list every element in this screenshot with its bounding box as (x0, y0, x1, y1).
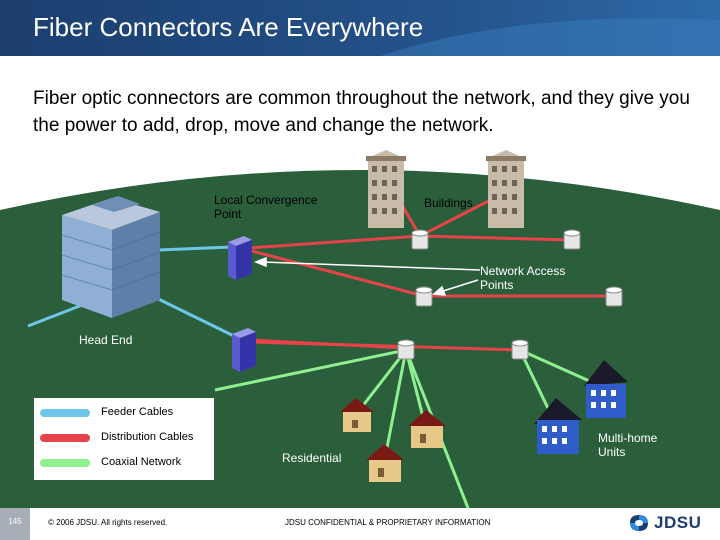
distribution-cable (247, 234, 421, 250)
coaxial-cable (214, 348, 407, 392)
slide-title: Fiber Connectors Are Everywhere (33, 12, 424, 42)
copyright-text: © 2006 JDSU. All rights reserved. (48, 518, 168, 527)
coaxial-cable (383, 349, 408, 459)
legend-label: Coaxial Network (101, 456, 182, 468)
label-buildings: Buildings (424, 196, 473, 210)
multi-home-unit-icon (584, 360, 628, 418)
access-point (563, 229, 581, 250)
legend-swatch (40, 459, 90, 467)
title-bar: Fiber Connectors Are Everywhere (0, 0, 720, 56)
legend: Feeder Cables Distribution Cables Coaxia… (34, 398, 214, 480)
apartment-building-right (486, 150, 526, 228)
legend-label: Feeder Cables (101, 406, 174, 418)
legend-swatch (40, 409, 90, 417)
footer-strip (0, 508, 720, 540)
convergence-cabinet-lower (232, 328, 256, 372)
access-point-pedestals (397, 229, 623, 360)
distribution-cable (249, 340, 521, 352)
label-residential: Residential (282, 451, 342, 465)
intro-text: Fiber optic connectors are common throug… (33, 88, 690, 136)
multi-home-unit-icon (534, 398, 582, 454)
access-point (411, 229, 429, 250)
house-icon (408, 410, 446, 448)
pointer-line (439, 279, 479, 293)
feeder-cable (157, 245, 233, 252)
pointer-arrowhead (432, 285, 447, 296)
coaxial-cable (404, 349, 427, 426)
jdsu-logo: JDSU (626, 511, 716, 535)
label-head-end: Head End (79, 333, 133, 347)
house-icon (340, 398, 374, 432)
access-point (511, 339, 529, 360)
jdsu-logo-text: JDSU (654, 513, 702, 532)
access-point (415, 286, 433, 307)
jdsu-logo-icon (630, 515, 648, 531)
pointer-arrowhead (253, 256, 267, 268)
coaxial-cable (356, 349, 408, 413)
label-multi-home-units: Multi-home Units (598, 431, 658, 459)
head-end-building (61, 196, 161, 318)
distribution-cable (419, 234, 573, 242)
page-number: 145 (0, 508, 30, 540)
confidential-text: JDSU CONFIDENTIAL & PROPRIETARY INFORMAT… (285, 518, 491, 527)
title-bar-background (0, 0, 720, 56)
distribution-cables (247, 187, 614, 352)
house-icon (366, 444, 404, 482)
label-local-convergence-point: Local Convergence Point (214, 193, 318, 221)
legend-swatch (40, 434, 90, 442)
apartment-building-left (366, 150, 406, 228)
access-point (397, 339, 415, 360)
label-network-access-points: Network Access Points (480, 264, 566, 292)
pointer-line (261, 261, 481, 271)
access-point (605, 286, 623, 307)
label-pointers (253, 256, 481, 296)
distribution-cable (247, 248, 425, 298)
convergence-cabinet-upper (228, 236, 252, 280)
legend-label: Distribution Cables (101, 431, 194, 443)
